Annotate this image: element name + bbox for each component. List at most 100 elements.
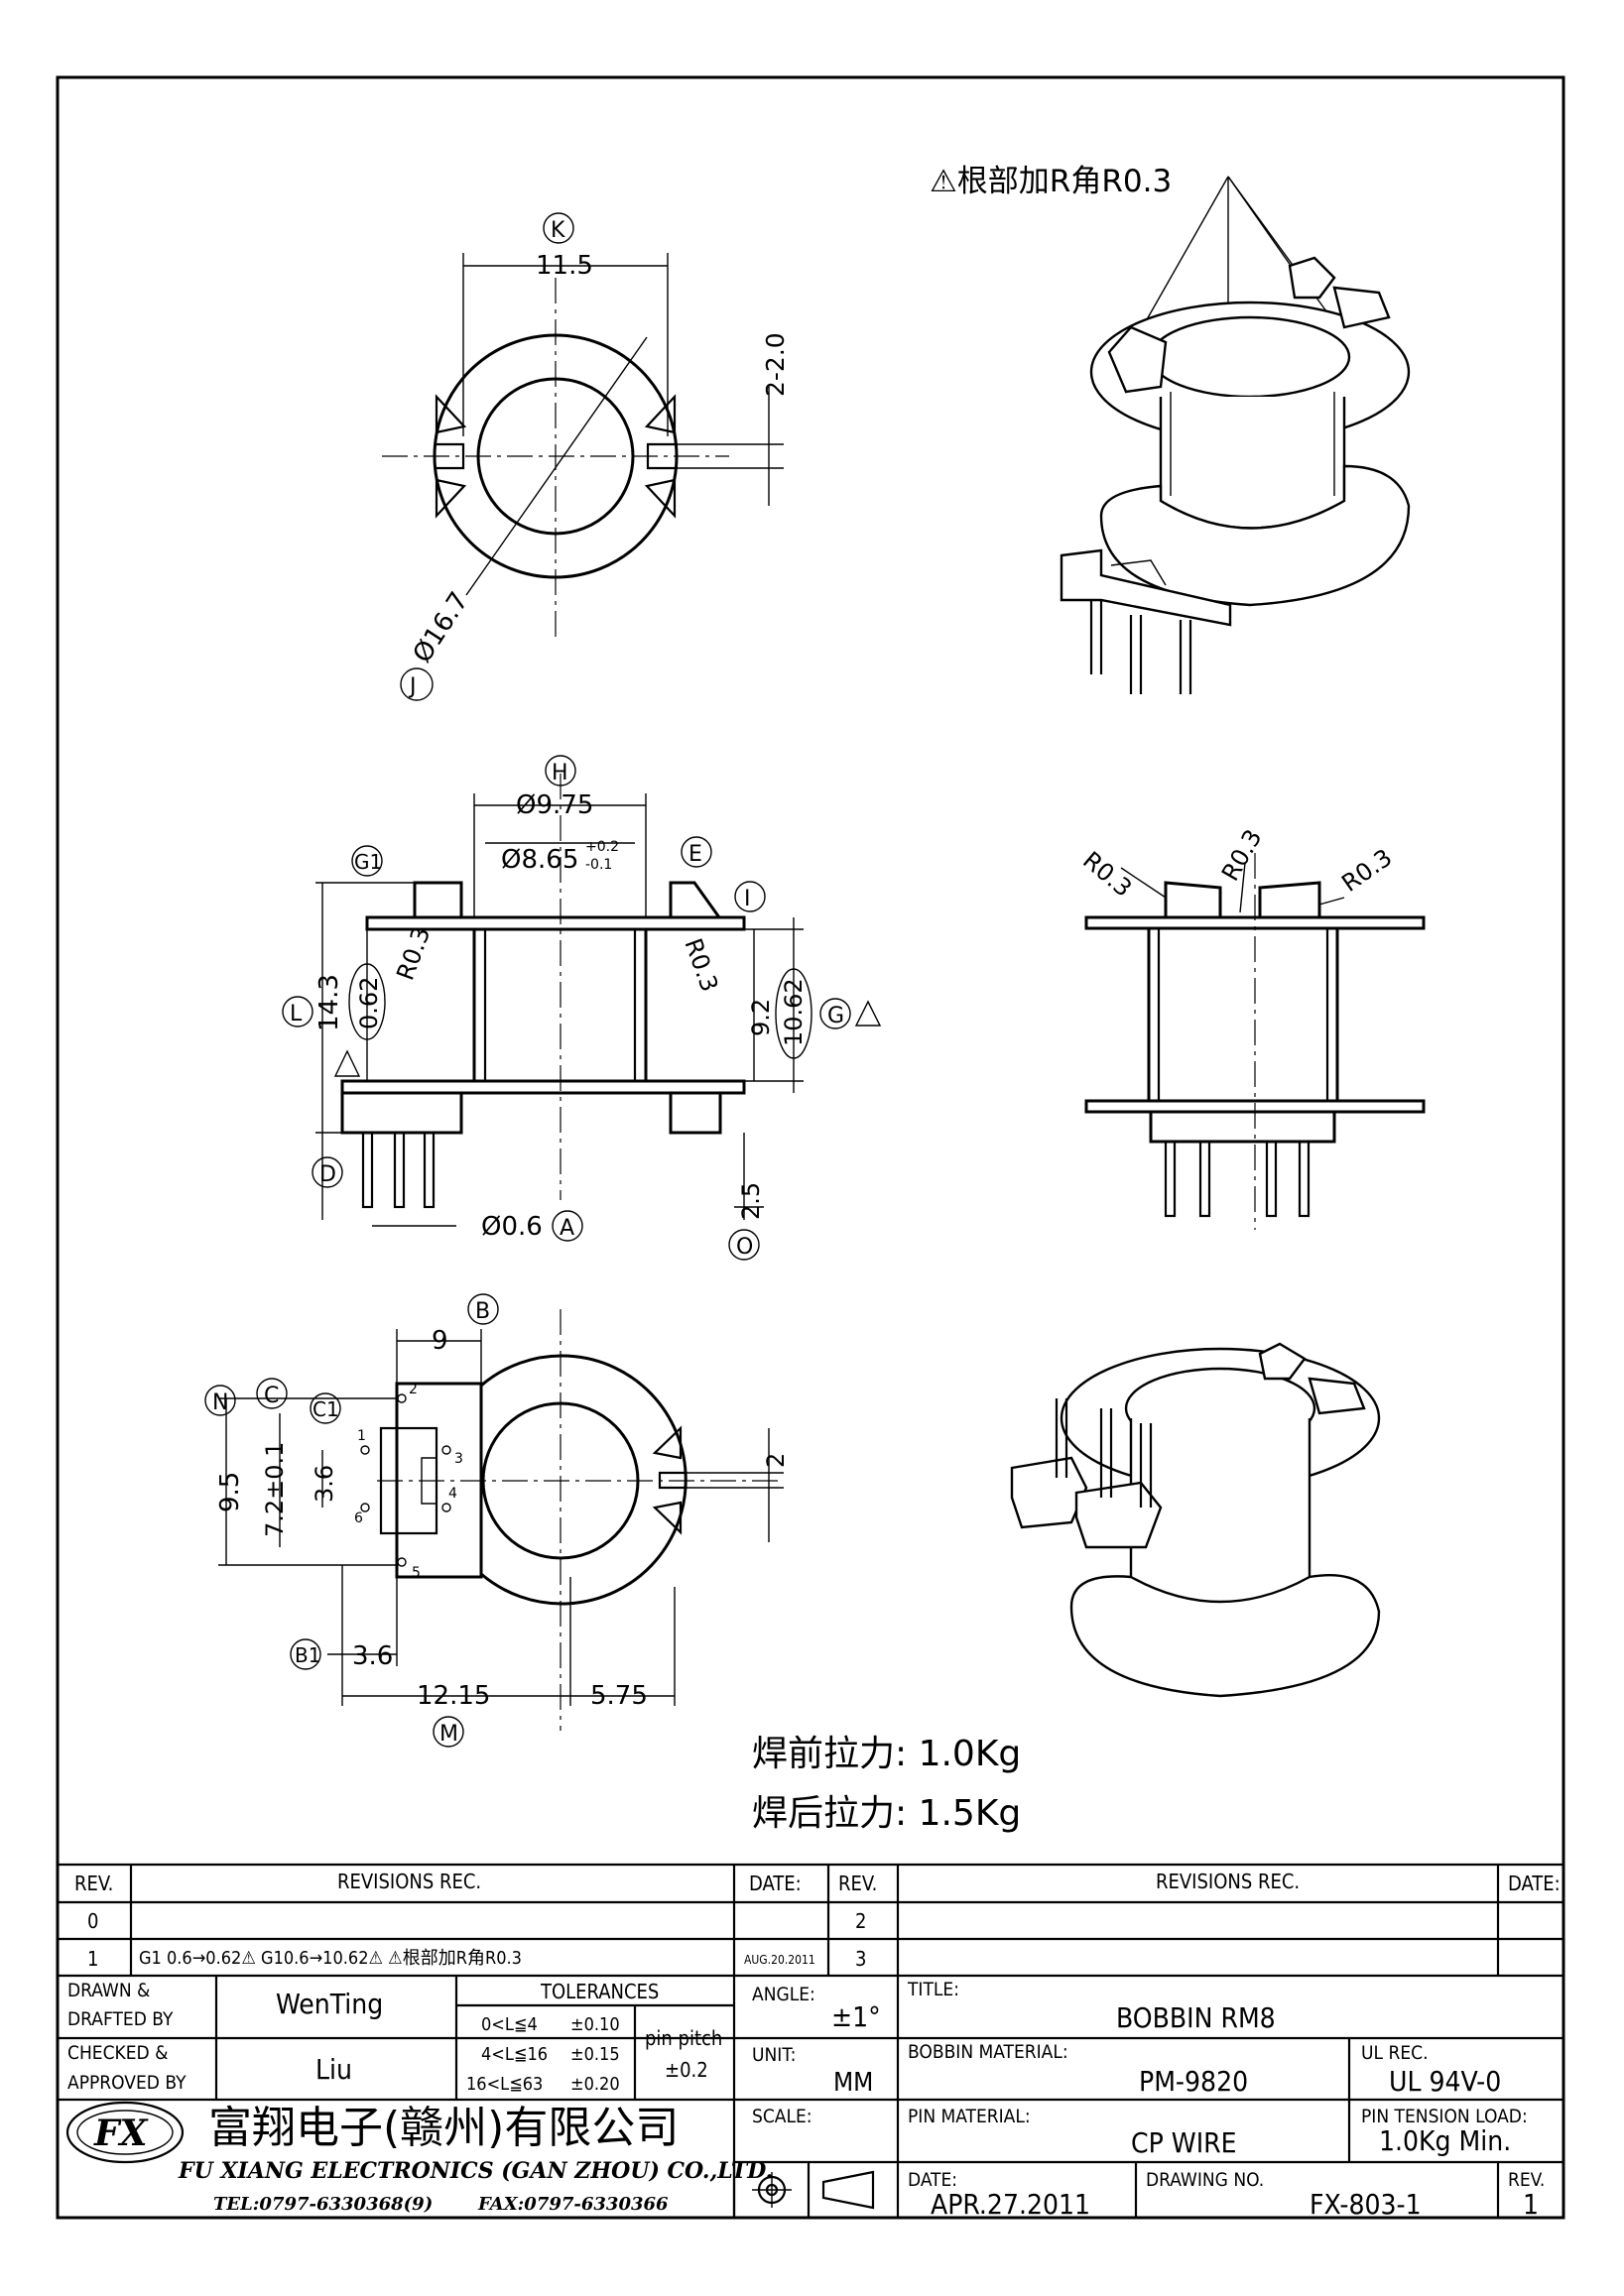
drawing-no-value: FX-803-1 xyxy=(1310,2188,1422,2221)
pull-before: 焊前拉力: 1.0Kg xyxy=(752,1734,1021,1774)
pin-tension-label: PIN TENSION LOAD: xyxy=(1361,2106,1528,2127)
top-view xyxy=(382,212,784,701)
tolerances-header: TOLERANCES xyxy=(540,1980,659,2003)
label-b1: B1 xyxy=(295,1643,320,1667)
pin-6: 6 xyxy=(354,1511,363,1526)
rev-row-3: 3 xyxy=(855,1947,866,1971)
dim-k: 11.5 xyxy=(536,251,593,281)
title-block-grid xyxy=(58,1863,1563,2218)
rev-header-mid: REV. xyxy=(838,1872,877,1895)
rev-row-2: 2 xyxy=(855,1909,866,1933)
ul-label: UL REC. xyxy=(1361,2042,1429,2064)
rev-row-0: 0 xyxy=(87,1909,98,1933)
pin-material-label: PIN MATERIAL: xyxy=(908,2106,1031,2127)
isometric-view-top xyxy=(1060,176,1411,694)
tol-value-0: ±0.10 xyxy=(570,2014,620,2035)
dim-1215: 12.15 xyxy=(417,1681,490,1711)
title-value: BOBBIN RM8 xyxy=(1116,2001,1276,2034)
label-m: M xyxy=(439,1722,458,1747)
label-b: B xyxy=(475,1299,490,1324)
sheet-border xyxy=(56,75,1565,2220)
company-cn: 富翔电子(赣州)有限公司 xyxy=(208,2103,679,2153)
angle-label: ANGLE: xyxy=(752,1984,815,2005)
label-g1: G1 xyxy=(354,850,382,874)
company-fax: FAX:0797-6330366 xyxy=(477,2194,669,2215)
dim-slot-bottom: 2 xyxy=(762,1453,790,1468)
date-value: APR.27.2011 xyxy=(931,2188,1090,2221)
drawn-by: WenTing xyxy=(276,1988,383,2020)
label-i: I xyxy=(744,887,751,911)
radius-left: R0.3 xyxy=(391,923,436,984)
pin-1: 1 xyxy=(357,1428,366,1444)
tol-range-0: 0<L≦4 xyxy=(481,2014,538,2035)
unit-label: UNIT: xyxy=(752,2044,796,2066)
date-header-right: DATE: xyxy=(1508,1872,1561,1895)
bottom-view xyxy=(204,1293,784,1748)
dim-inner: Ø8.65 xyxy=(501,845,578,875)
label-n: N xyxy=(212,1390,228,1415)
checked-label-1: CHECKED & xyxy=(67,2042,168,2064)
date-header-left: DATE: xyxy=(749,1872,802,1895)
company-en: FU XIANG ELECTRONICS (GAN ZHOU) CO.,LTD. xyxy=(178,2158,773,2184)
rev-value: 1 xyxy=(1523,2188,1539,2221)
r-left: R0.3 xyxy=(1077,846,1137,903)
revisions-header-left: REVISIONS REC. xyxy=(337,1870,481,1893)
dim-slot-top: 2-2.0 xyxy=(761,332,790,397)
pin-pitch-label: pin pitch xyxy=(645,2026,722,2050)
label-j: J xyxy=(408,674,417,699)
rev-row-1-text: G1 0.6→0.62⚠ G10.6→10.62⚠ ⚠根部加R角R0.3 xyxy=(139,1948,522,1969)
label-a: A xyxy=(560,1216,574,1241)
pin-2: 2 xyxy=(409,1382,418,1397)
ul-value: UL 94V-0 xyxy=(1389,2065,1501,2098)
dim-pin-len: 2.5 xyxy=(737,1182,765,1220)
tol-range-2: 16<L≦63 xyxy=(466,2074,543,2095)
dim-j: Ø16.7 xyxy=(408,587,475,668)
rev-label: REV. xyxy=(1508,2169,1545,2191)
bobbin-material-label: BOBBIN MATERIAL: xyxy=(908,2041,1068,2063)
title-label: TITLE: xyxy=(907,1979,959,2000)
dim-winding: 9.2 xyxy=(747,999,775,1036)
pin-5: 5 xyxy=(412,1565,421,1581)
dim-l: 14.3 xyxy=(314,974,344,1031)
angle-value: ±1° xyxy=(831,2000,881,2033)
pin-material-value: CP WIRE xyxy=(1131,2126,1237,2159)
label-g: G xyxy=(827,1004,844,1028)
side-view xyxy=(282,755,882,1261)
label-k: K xyxy=(551,218,565,243)
dim-h: Ø9.75 xyxy=(516,790,593,820)
drawn-label-1: DRAWN & xyxy=(67,1980,150,2001)
bobbin-material-value: PM-9820 xyxy=(1139,2065,1248,2098)
drawing-no-label: DRAWING NO. xyxy=(1146,2169,1264,2191)
pull-after: 焊后拉力: 1.5Kg xyxy=(752,1793,1021,1834)
radius-right: R0.3 xyxy=(679,934,723,995)
r-mid: R0.3 xyxy=(1216,825,1268,886)
pin-pitch-value: ±0.2 xyxy=(665,2058,708,2082)
rev-header-left: REV. xyxy=(74,1872,113,1895)
unit-value: MM xyxy=(833,2068,873,2098)
rev-row-1-date: AUG.20.2011 xyxy=(744,1953,815,1967)
label-e: E xyxy=(688,842,702,867)
rev-row-1: 1 xyxy=(87,1947,98,1971)
label-l: L xyxy=(290,1002,303,1027)
tol-minus: -0.1 xyxy=(585,857,612,873)
isometric-view-bottom xyxy=(1010,1342,1381,1698)
tol-value-1: ±0.15 xyxy=(570,2044,620,2065)
dim-flange-left: 0.62 xyxy=(355,977,383,1029)
dim-575: 5.75 xyxy=(590,1681,648,1711)
pin-4: 4 xyxy=(448,1486,457,1502)
tol-plus: +0.2 xyxy=(585,839,619,855)
title-block-text: REV. REVISIONS REC. DATE: REV. REVISIONS… xyxy=(67,1870,1561,2221)
company-tel: TEL:0797-6330368(9) xyxy=(213,2194,433,2215)
label-h: H xyxy=(552,761,568,785)
dim-36v: 3.6 xyxy=(311,1465,338,1503)
date-label: DATE: xyxy=(908,2169,957,2191)
checked-by: Liu xyxy=(315,2053,352,2086)
checked-label-2: APPROVED BY xyxy=(67,2072,187,2094)
label-o: O xyxy=(736,1235,753,1260)
dim-pin: Ø0.6 xyxy=(481,1212,543,1242)
dim-9: 9 xyxy=(432,1326,448,1356)
drawing-text: ⚠根部加R角R0.3 焊前拉力: 1.0Kg 焊后拉力: 1.5Kg K 11.… xyxy=(212,164,1397,1834)
pin-tension-value: 1.0Kg Min. xyxy=(1379,2124,1511,2157)
scale-label: SCALE: xyxy=(752,2106,812,2127)
